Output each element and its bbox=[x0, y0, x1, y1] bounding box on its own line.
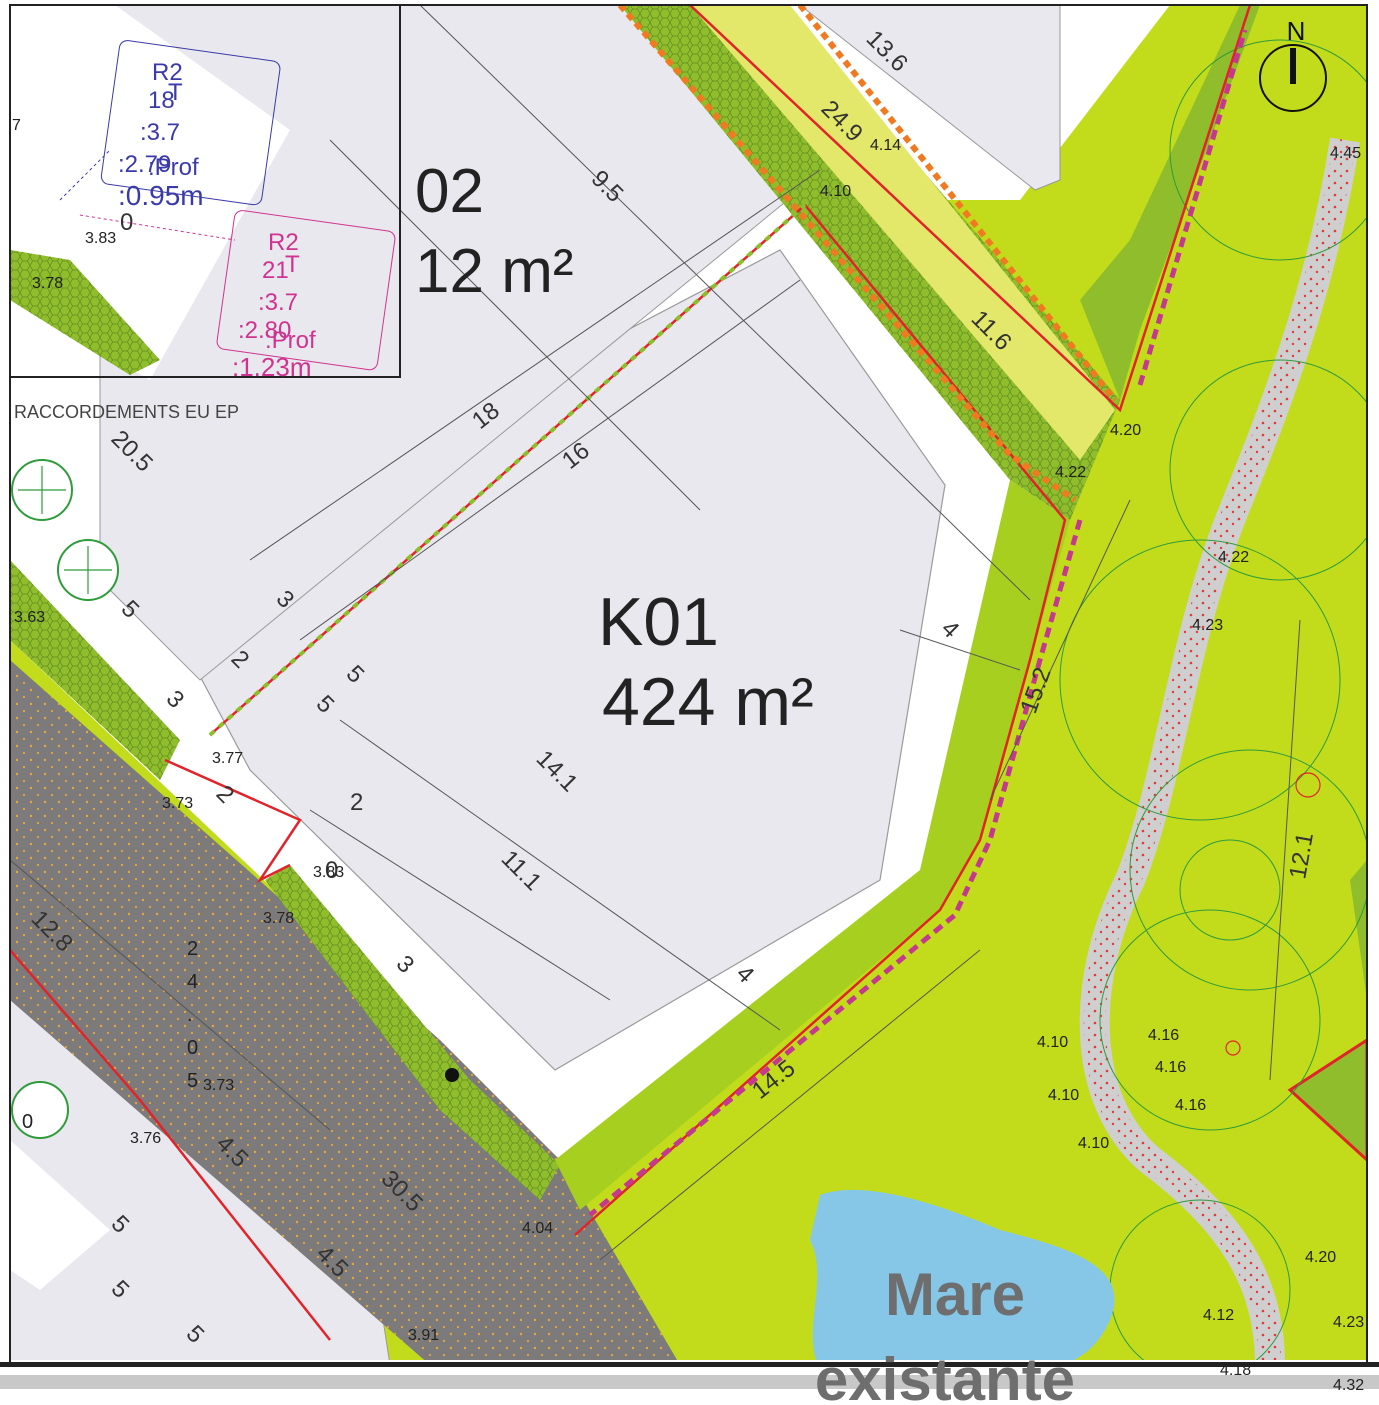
elevation-label: 3.63 bbox=[14, 609, 45, 626]
elevation-label: 4.16 bbox=[1148, 1027, 1179, 1044]
elevation-label: 4.20 bbox=[1305, 1249, 1336, 1266]
vertical-label-char: 4 bbox=[187, 971, 198, 993]
north-label: N bbox=[1287, 16, 1306, 46]
elevation-label: 4.22 bbox=[1055, 464, 1086, 481]
plot-upper-band bbox=[99, 5, 801, 681]
pond-label-line2: existante bbox=[815, 1346, 1075, 1405]
elevation-label: 4.32 bbox=[1333, 1377, 1364, 1394]
zero-label: 0 bbox=[22, 1111, 33, 1133]
vertical-label-char: . bbox=[187, 1004, 193, 1026]
tree-canopies bbox=[1059, 39, 1367, 1360]
elevation-label: 4.14 bbox=[870, 137, 901, 154]
elevation-label: 3.73 bbox=[162, 795, 193, 812]
callout-2-line7: :1.23m bbox=[232, 352, 312, 382]
elevation-label: 4.23 bbox=[1192, 617, 1223, 634]
elevation-label: 3.78 bbox=[263, 910, 294, 927]
pond-label-line1: Mare bbox=[885, 1261, 1025, 1328]
vertical-label-char: 0 bbox=[187, 1037, 198, 1059]
elevation-label: 4.20 bbox=[1110, 422, 1141, 439]
callout-1-line7: :0.95m bbox=[118, 180, 204, 211]
elevation-label: 4.10 bbox=[1078, 1135, 1109, 1152]
dimension-lines bbox=[10, 5, 1301, 1261]
callout-1-line4: :3.7 bbox=[140, 119, 180, 146]
plot-area: 424 m² bbox=[602, 664, 814, 740]
callout-box-1 bbox=[100, 40, 281, 206]
callout-2-line3: T bbox=[285, 251, 300, 278]
dimension-label: 2 bbox=[350, 789, 363, 816]
callout-1-line5: :Prof bbox=[148, 154, 199, 181]
plot-code: K01 bbox=[598, 584, 719, 660]
elevation-label: 7 bbox=[12, 117, 21, 134]
dimension-label: 0 bbox=[120, 209, 133, 236]
elevation-label: 3.83 bbox=[313, 864, 344, 881]
survey-point-icon bbox=[445, 1068, 459, 1082]
elevation-label: 3.91 bbox=[408, 1327, 439, 1344]
elevation-label: 4.23 bbox=[1333, 1314, 1364, 1331]
elevation-label: 3.77 bbox=[212, 750, 243, 767]
elevation-label: 4.45 bbox=[1330, 145, 1361, 162]
elevation-label: 4.16 bbox=[1175, 1097, 1206, 1114]
yellow-band bbox=[690, 5, 1115, 460]
callout-2-line6: :2.80 bbox=[238, 317, 291, 344]
callout-1-line1: R2 bbox=[152, 59, 183, 86]
elevation-label: 4.10 bbox=[1037, 1034, 1068, 1051]
callout-2-line4: :3.7 bbox=[258, 289, 298, 316]
elevation-label: 4.22 bbox=[1218, 549, 1249, 566]
vertical-label-char: 5 bbox=[187, 1070, 198, 1092]
elevation-label: 4.18 bbox=[1220, 1362, 1251, 1379]
callout-box-2 bbox=[216, 210, 396, 371]
elevation-label: 4.10 bbox=[1048, 1087, 1079, 1104]
callout-2-line5: :Prof bbox=[265, 327, 316, 354]
elevation-label: 3.78 bbox=[32, 275, 63, 292]
elevation-label: 3.73 bbox=[203, 1077, 234, 1094]
callout-1-line3: T bbox=[168, 79, 183, 106]
east-strip bbox=[555, 480, 1070, 1210]
right-plot bbox=[1287, 1038, 1367, 1163]
vertical-label-char: 2 bbox=[187, 938, 198, 960]
callout-2-line1: R2 bbox=[268, 229, 299, 256]
inset-plot-code: 02 bbox=[415, 157, 484, 226]
callout-1-line2: 18 bbox=[148, 87, 175, 114]
pond bbox=[810, 1189, 1115, 1360]
inset-plot-area: 12 m² bbox=[415, 237, 573, 306]
north-arrow-icon bbox=[1259, 44, 1327, 112]
elevation-label: 4.16 bbox=[1155, 1059, 1186, 1076]
elevation-label: 3.83 bbox=[85, 230, 116, 247]
elevation-label: 4.12 bbox=[1203, 1307, 1234, 1324]
callout-2-line2: 21 bbox=[262, 257, 289, 284]
dimension-label: 0 bbox=[325, 857, 338, 884]
elevation-label: 4.04 bbox=[522, 1220, 553, 1237]
elevation-label: 4.10 bbox=[820, 183, 851, 200]
network-label: RACCORDEMENTS EU EP bbox=[14, 402, 239, 422]
callout-1-line6: :2.79 bbox=[118, 151, 171, 178]
elevation-label: 3.76 bbox=[130, 1130, 161, 1147]
